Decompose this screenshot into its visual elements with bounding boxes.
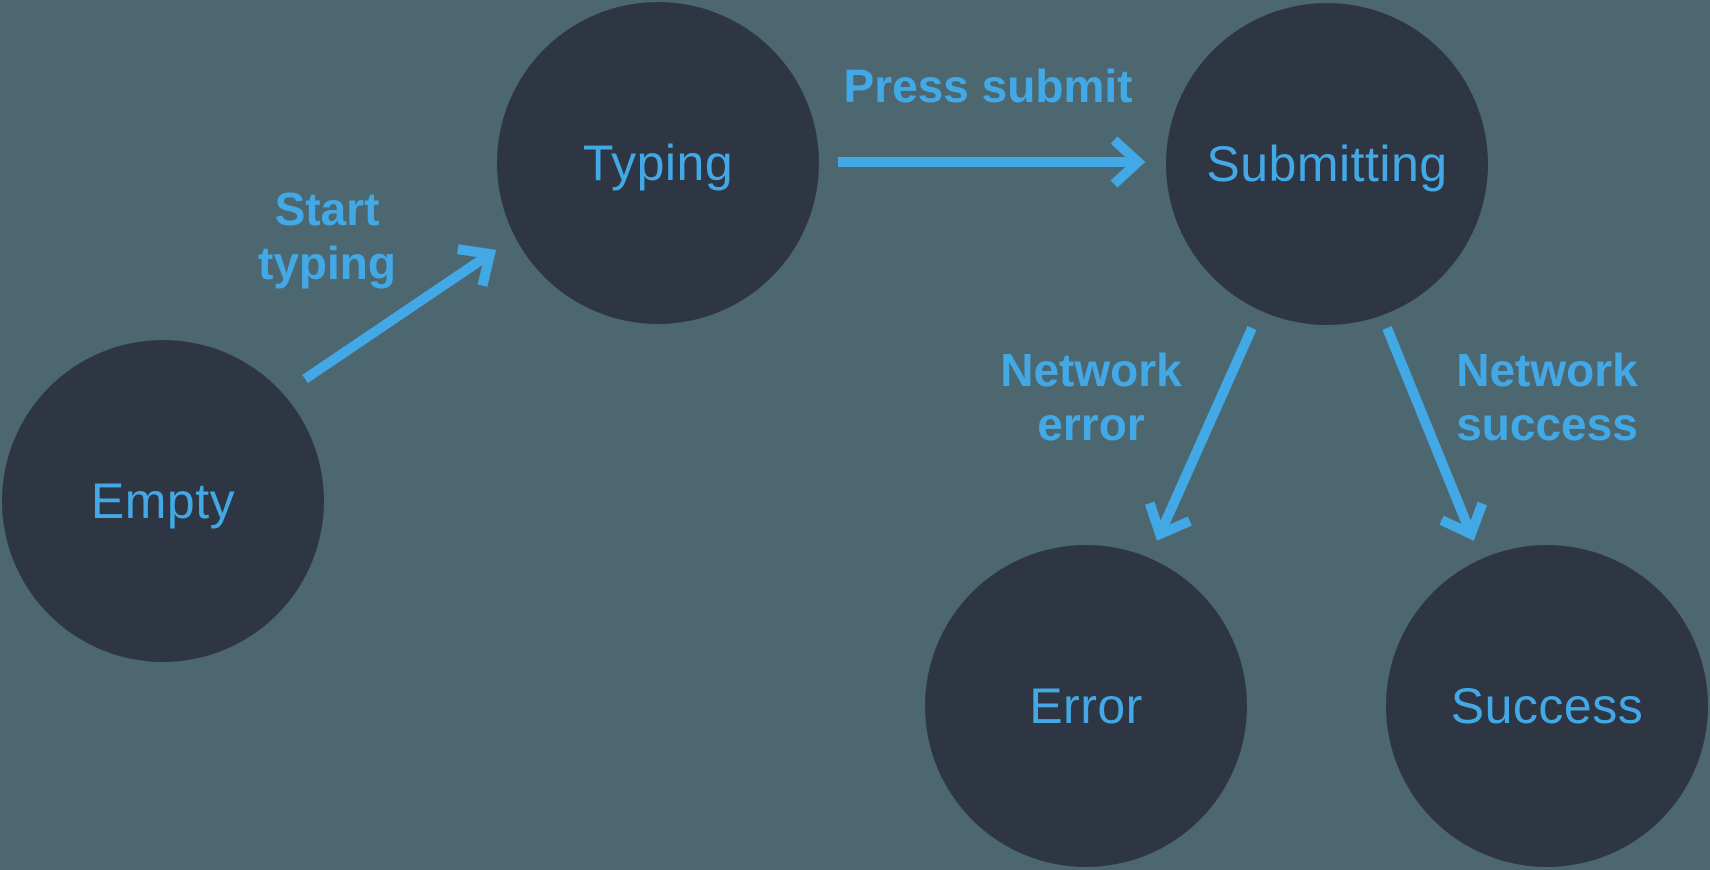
edge-label-network-error: Network error bbox=[1000, 343, 1181, 451]
state-node-label: Typing bbox=[582, 135, 734, 191]
state-node-submitting: Submitting bbox=[1166, 3, 1488, 325]
edge-label-line: error bbox=[1037, 398, 1145, 450]
edge-label-line: Network bbox=[1456, 344, 1638, 396]
edge-label-line: Press submit bbox=[843, 60, 1133, 112]
state-node-label: Error bbox=[1029, 678, 1143, 734]
state-node-label: Success bbox=[1450, 678, 1644, 734]
state-node-empty: Empty bbox=[2, 340, 324, 662]
state-node-label: Empty bbox=[90, 473, 236, 529]
edge-label-network-success: Network success bbox=[1456, 343, 1638, 451]
edge-label-line: success bbox=[1456, 398, 1638, 450]
state-node-error: Error bbox=[925, 545, 1247, 867]
edge-label-line: Start bbox=[274, 183, 380, 235]
edge-label-line: Network bbox=[1000, 344, 1182, 396]
state-node-success: Success bbox=[1386, 545, 1708, 867]
edge-label-start-typing: Start typing bbox=[258, 182, 396, 290]
state-node-typing: Typing bbox=[497, 2, 819, 324]
state-node-label: Submitting bbox=[1206, 136, 1448, 192]
edge-label-press-submit: Press submit bbox=[844, 59, 1133, 113]
edge-label-line: typing bbox=[258, 237, 396, 289]
